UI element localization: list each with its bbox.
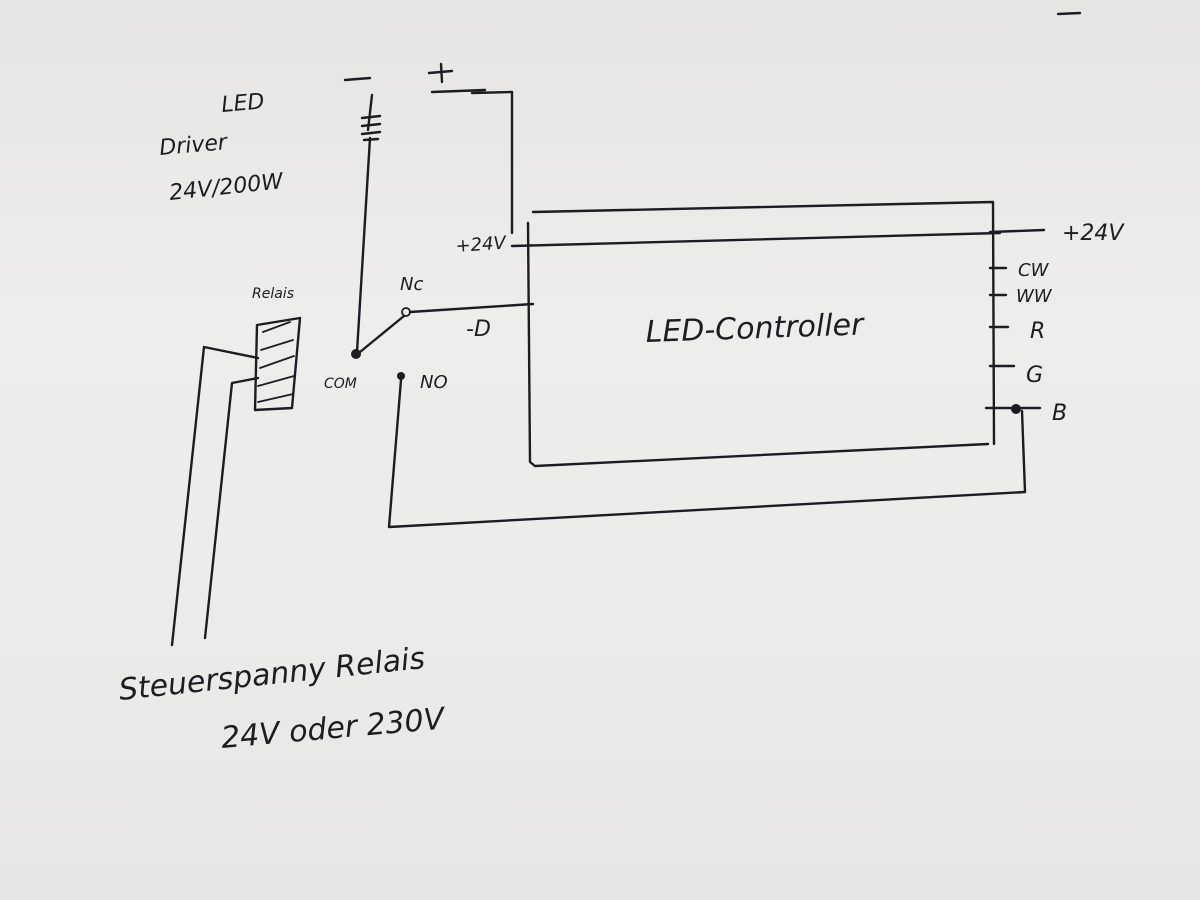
relay-no-label: NO [420, 372, 448, 393]
wire-control-2 [203, 376, 260, 640]
wire-control-1 [170, 345, 260, 647]
controller-out-r-label: R [1030, 319, 1045, 344]
controller-out-cw-label: CW [1018, 260, 1050, 281]
driver-terminals [343, 62, 487, 142]
controller-out-plus-label: +24V [1062, 221, 1125, 246]
relay-coil [253, 316, 302, 412]
controller-box [510, 200, 1002, 468]
relay-com-label: COM [324, 376, 357, 392]
stray-mark [1056, 11, 1082, 16]
relay-nc-label: Nc [400, 274, 423, 295]
controller-in-minus-label: -D [466, 317, 491, 342]
caption-line1: Steuerspanny Relais [117, 641, 426, 708]
controller-out-ww-label: WW [1016, 286, 1053, 307]
caption-line2: 24V oder 230V [220, 701, 448, 756]
wire-driver-minus [355, 136, 372, 354]
controller-outputs [984, 228, 1046, 410]
driver-title-line2: Driver [158, 130, 230, 161]
controller-title: LED-Controller [645, 307, 866, 350]
controller-out-g-label: G [1026, 363, 1043, 388]
relay-title: Relais [252, 286, 294, 302]
wire-driver-plus [470, 90, 514, 235]
controller-out-b-label: B [1052, 401, 1067, 426]
controller-in-plus-label: +24V [455, 232, 508, 257]
driver-rating: 24V/200W [168, 169, 285, 206]
relay-switch [351, 302, 1027, 529]
driver-title-line1: LED [220, 89, 265, 118]
